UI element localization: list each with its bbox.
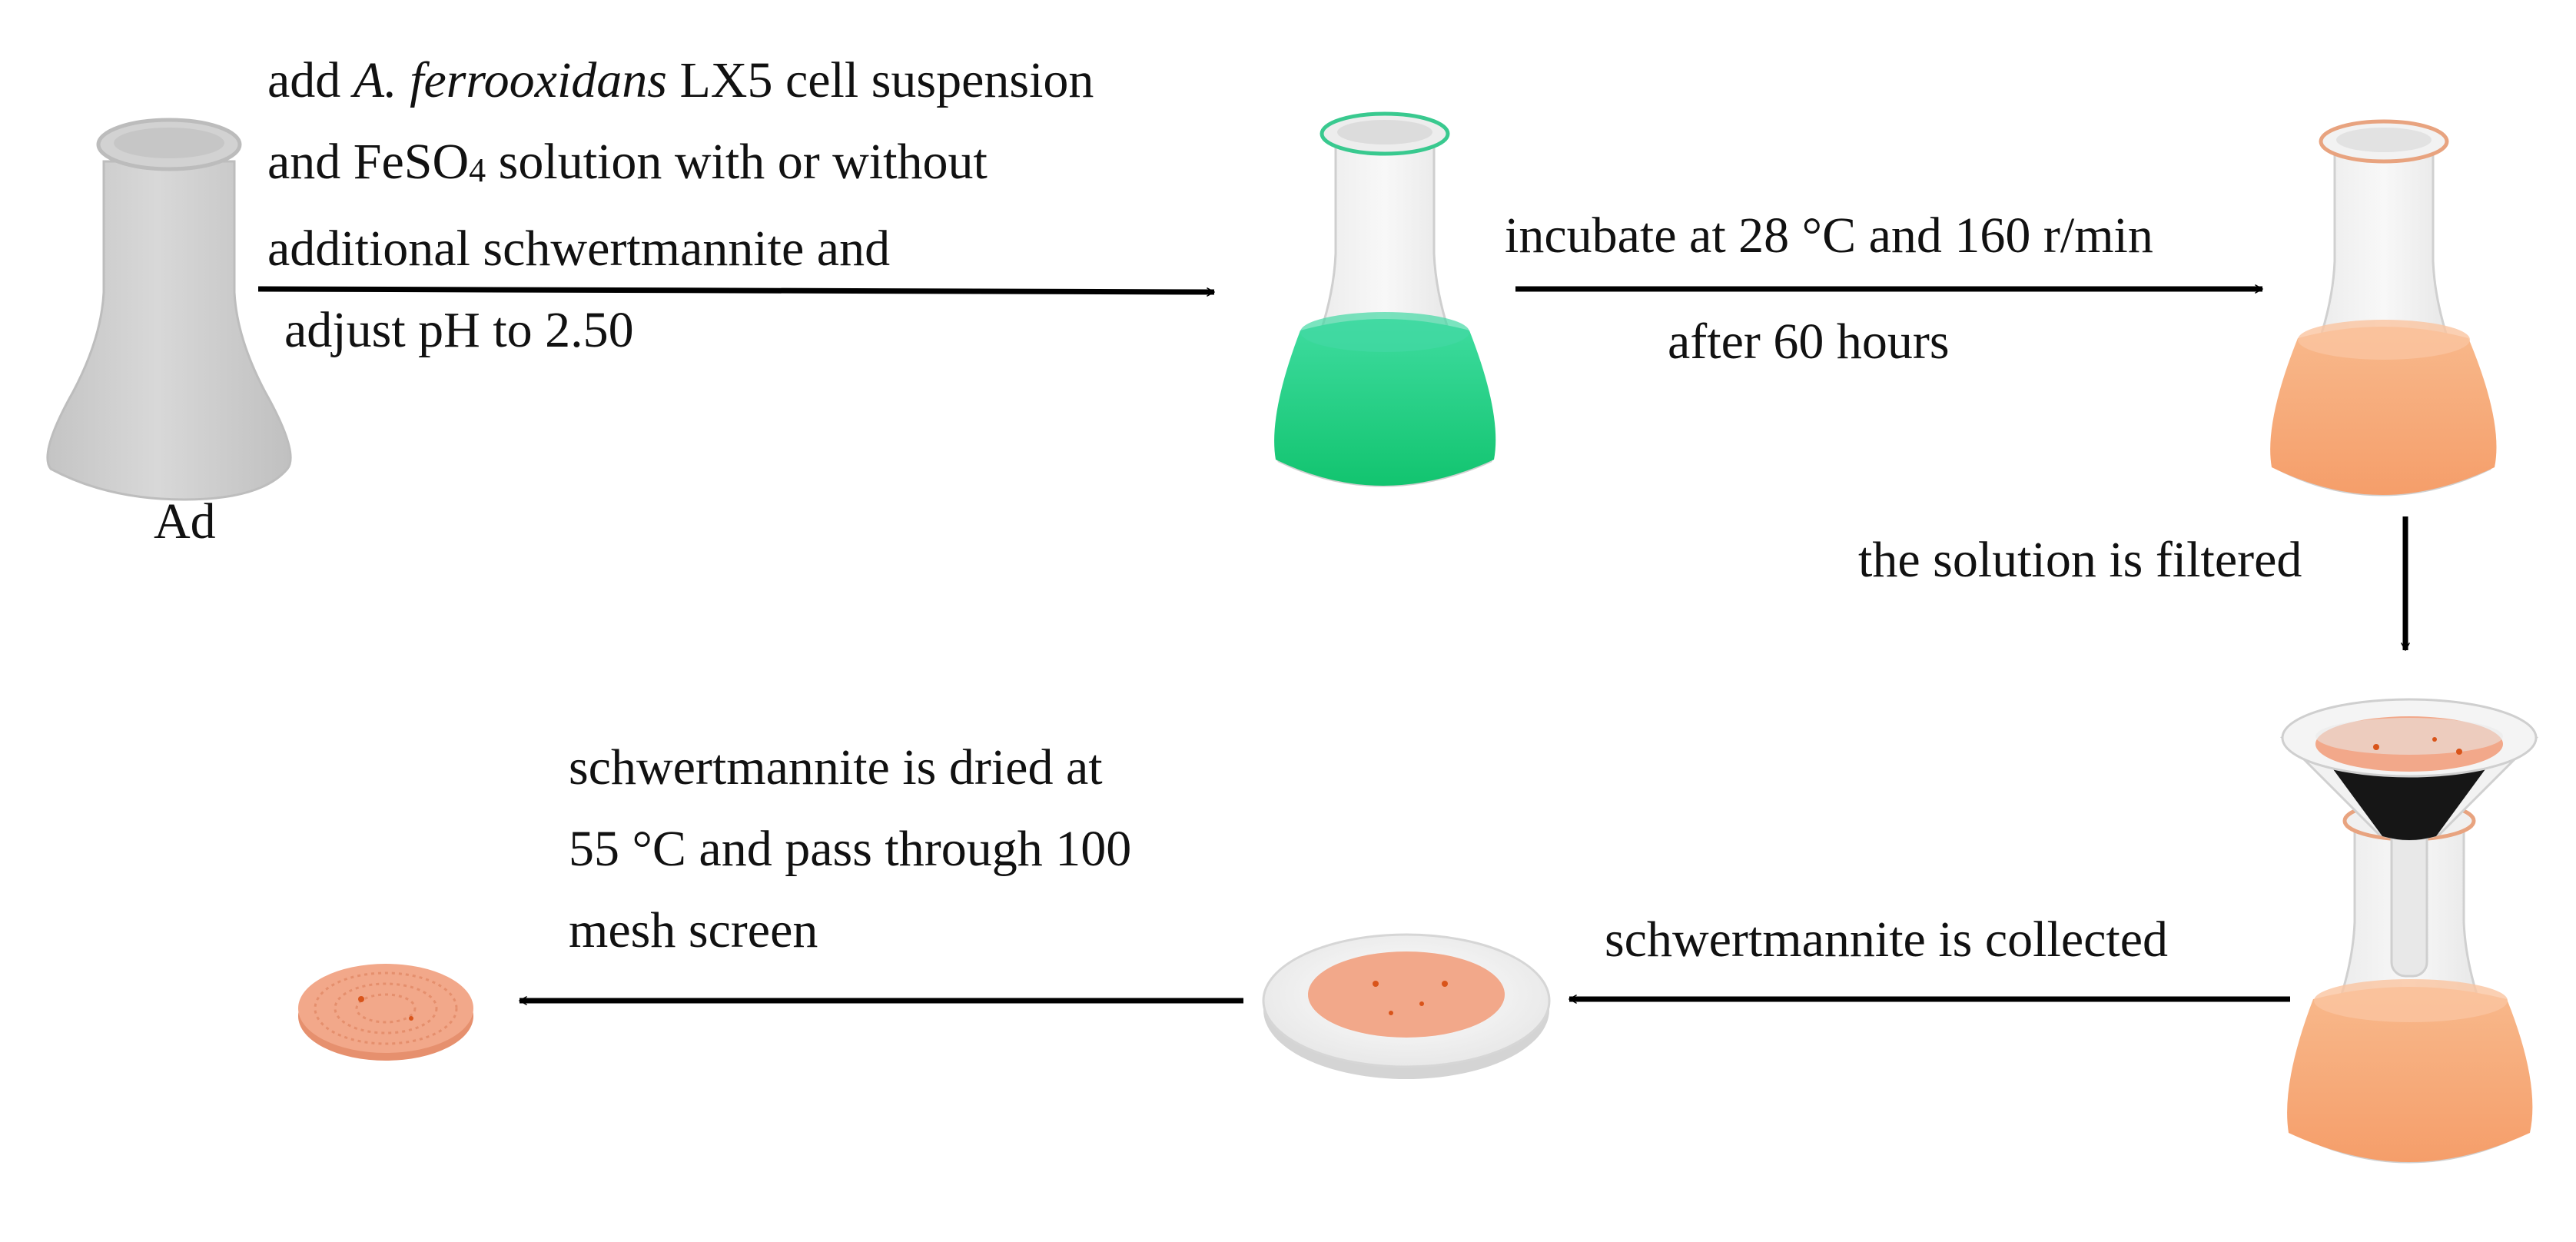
step-add-line2-post: solution with or without xyxy=(486,134,988,190)
species-name: A. ferrooxidans xyxy=(353,52,667,108)
orange-suspension-flask-icon xyxy=(2270,119,2497,496)
step-add-line3: additional schwertmannite and xyxy=(267,221,891,277)
step-collect-label: schwertmannite is collected xyxy=(1605,912,2169,968)
step-incubate-time-label: after 60 hours xyxy=(1668,314,1950,370)
empty-flask-icon xyxy=(46,118,292,501)
arrow-add xyxy=(257,286,1214,292)
filtration-setup-icon xyxy=(2279,698,2539,1164)
step-add-line2: and FeSO4 solution with or without xyxy=(267,121,1094,208)
step-add-label: add A. ferrooxidans LX5 cell suspension … xyxy=(267,40,1094,371)
step-add-line2-pre: and FeSO xyxy=(267,134,470,190)
step-filter-label: the solution is filtered xyxy=(1858,532,2302,588)
step-dry-line1: schwertmannite is dried at xyxy=(569,739,1103,795)
flask-label: Ad xyxy=(154,493,216,550)
step-incubate-label: incubate at 28 °C and 160 r/min xyxy=(1505,208,2153,264)
dried-schwertmannite-disc-icon xyxy=(298,964,473,1061)
step-dry-line3: mesh screen xyxy=(569,902,818,958)
step-add-line1-post: LX5 cell suspension xyxy=(666,52,1094,108)
step-add-line1: add A. ferrooxidans LX5 cell suspension xyxy=(267,40,1094,121)
step-add-line1-pre: add xyxy=(267,52,354,108)
formula-subscript: 4 xyxy=(469,151,486,189)
step-add-line4: adjust pH to 2.50 xyxy=(284,302,634,358)
step-dry-line2: 55 °C and pass through 100 xyxy=(569,821,1132,877)
step-dry-label: schwertmannite is dried at 55 °C and pas… xyxy=(569,727,1131,971)
dish-with-schwertmannite-icon xyxy=(1262,933,1551,1079)
green-solution-flask-icon xyxy=(1274,111,1496,487)
